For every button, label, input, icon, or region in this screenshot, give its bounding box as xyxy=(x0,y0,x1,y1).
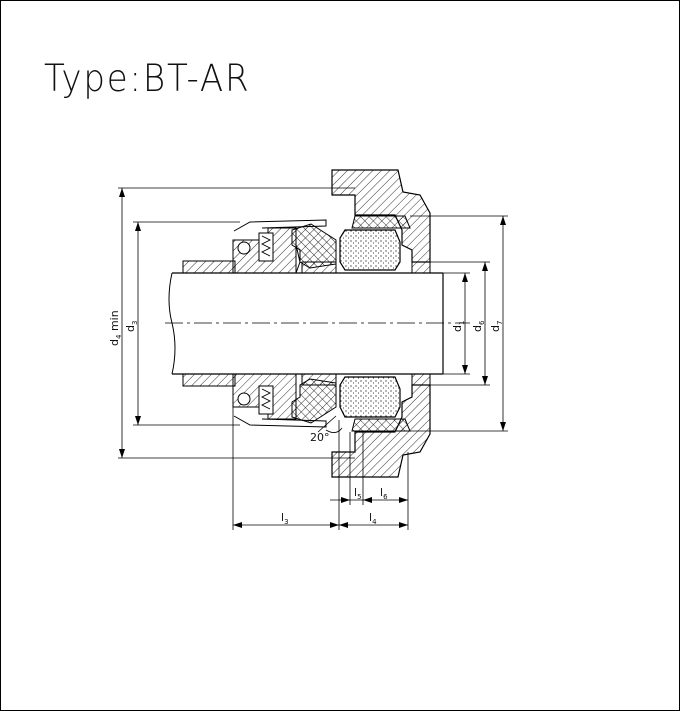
upper-gland xyxy=(331,169,431,274)
label-d4-min: d4 min xyxy=(108,310,123,346)
shaft xyxy=(168,272,444,375)
upper-seal-assembly xyxy=(182,215,411,274)
label-angle-20: 20° xyxy=(310,431,330,444)
label-l3: l3 xyxy=(281,511,289,526)
label-l6: l6 xyxy=(380,486,388,501)
label-d6: d6 xyxy=(471,320,486,332)
lower-gland xyxy=(331,373,431,478)
label-d7: d7 xyxy=(489,321,504,332)
label-l4: l4 xyxy=(369,511,377,526)
label-d3: d3 xyxy=(124,321,139,332)
lower-seal-assembly xyxy=(182,373,411,432)
dimension-arrows xyxy=(119,188,506,528)
drawing-title: Type:BT-AR xyxy=(44,57,251,100)
label-l5: l5 xyxy=(354,486,362,501)
dimension-lines xyxy=(118,187,508,530)
label-d1: d1 xyxy=(451,321,466,332)
